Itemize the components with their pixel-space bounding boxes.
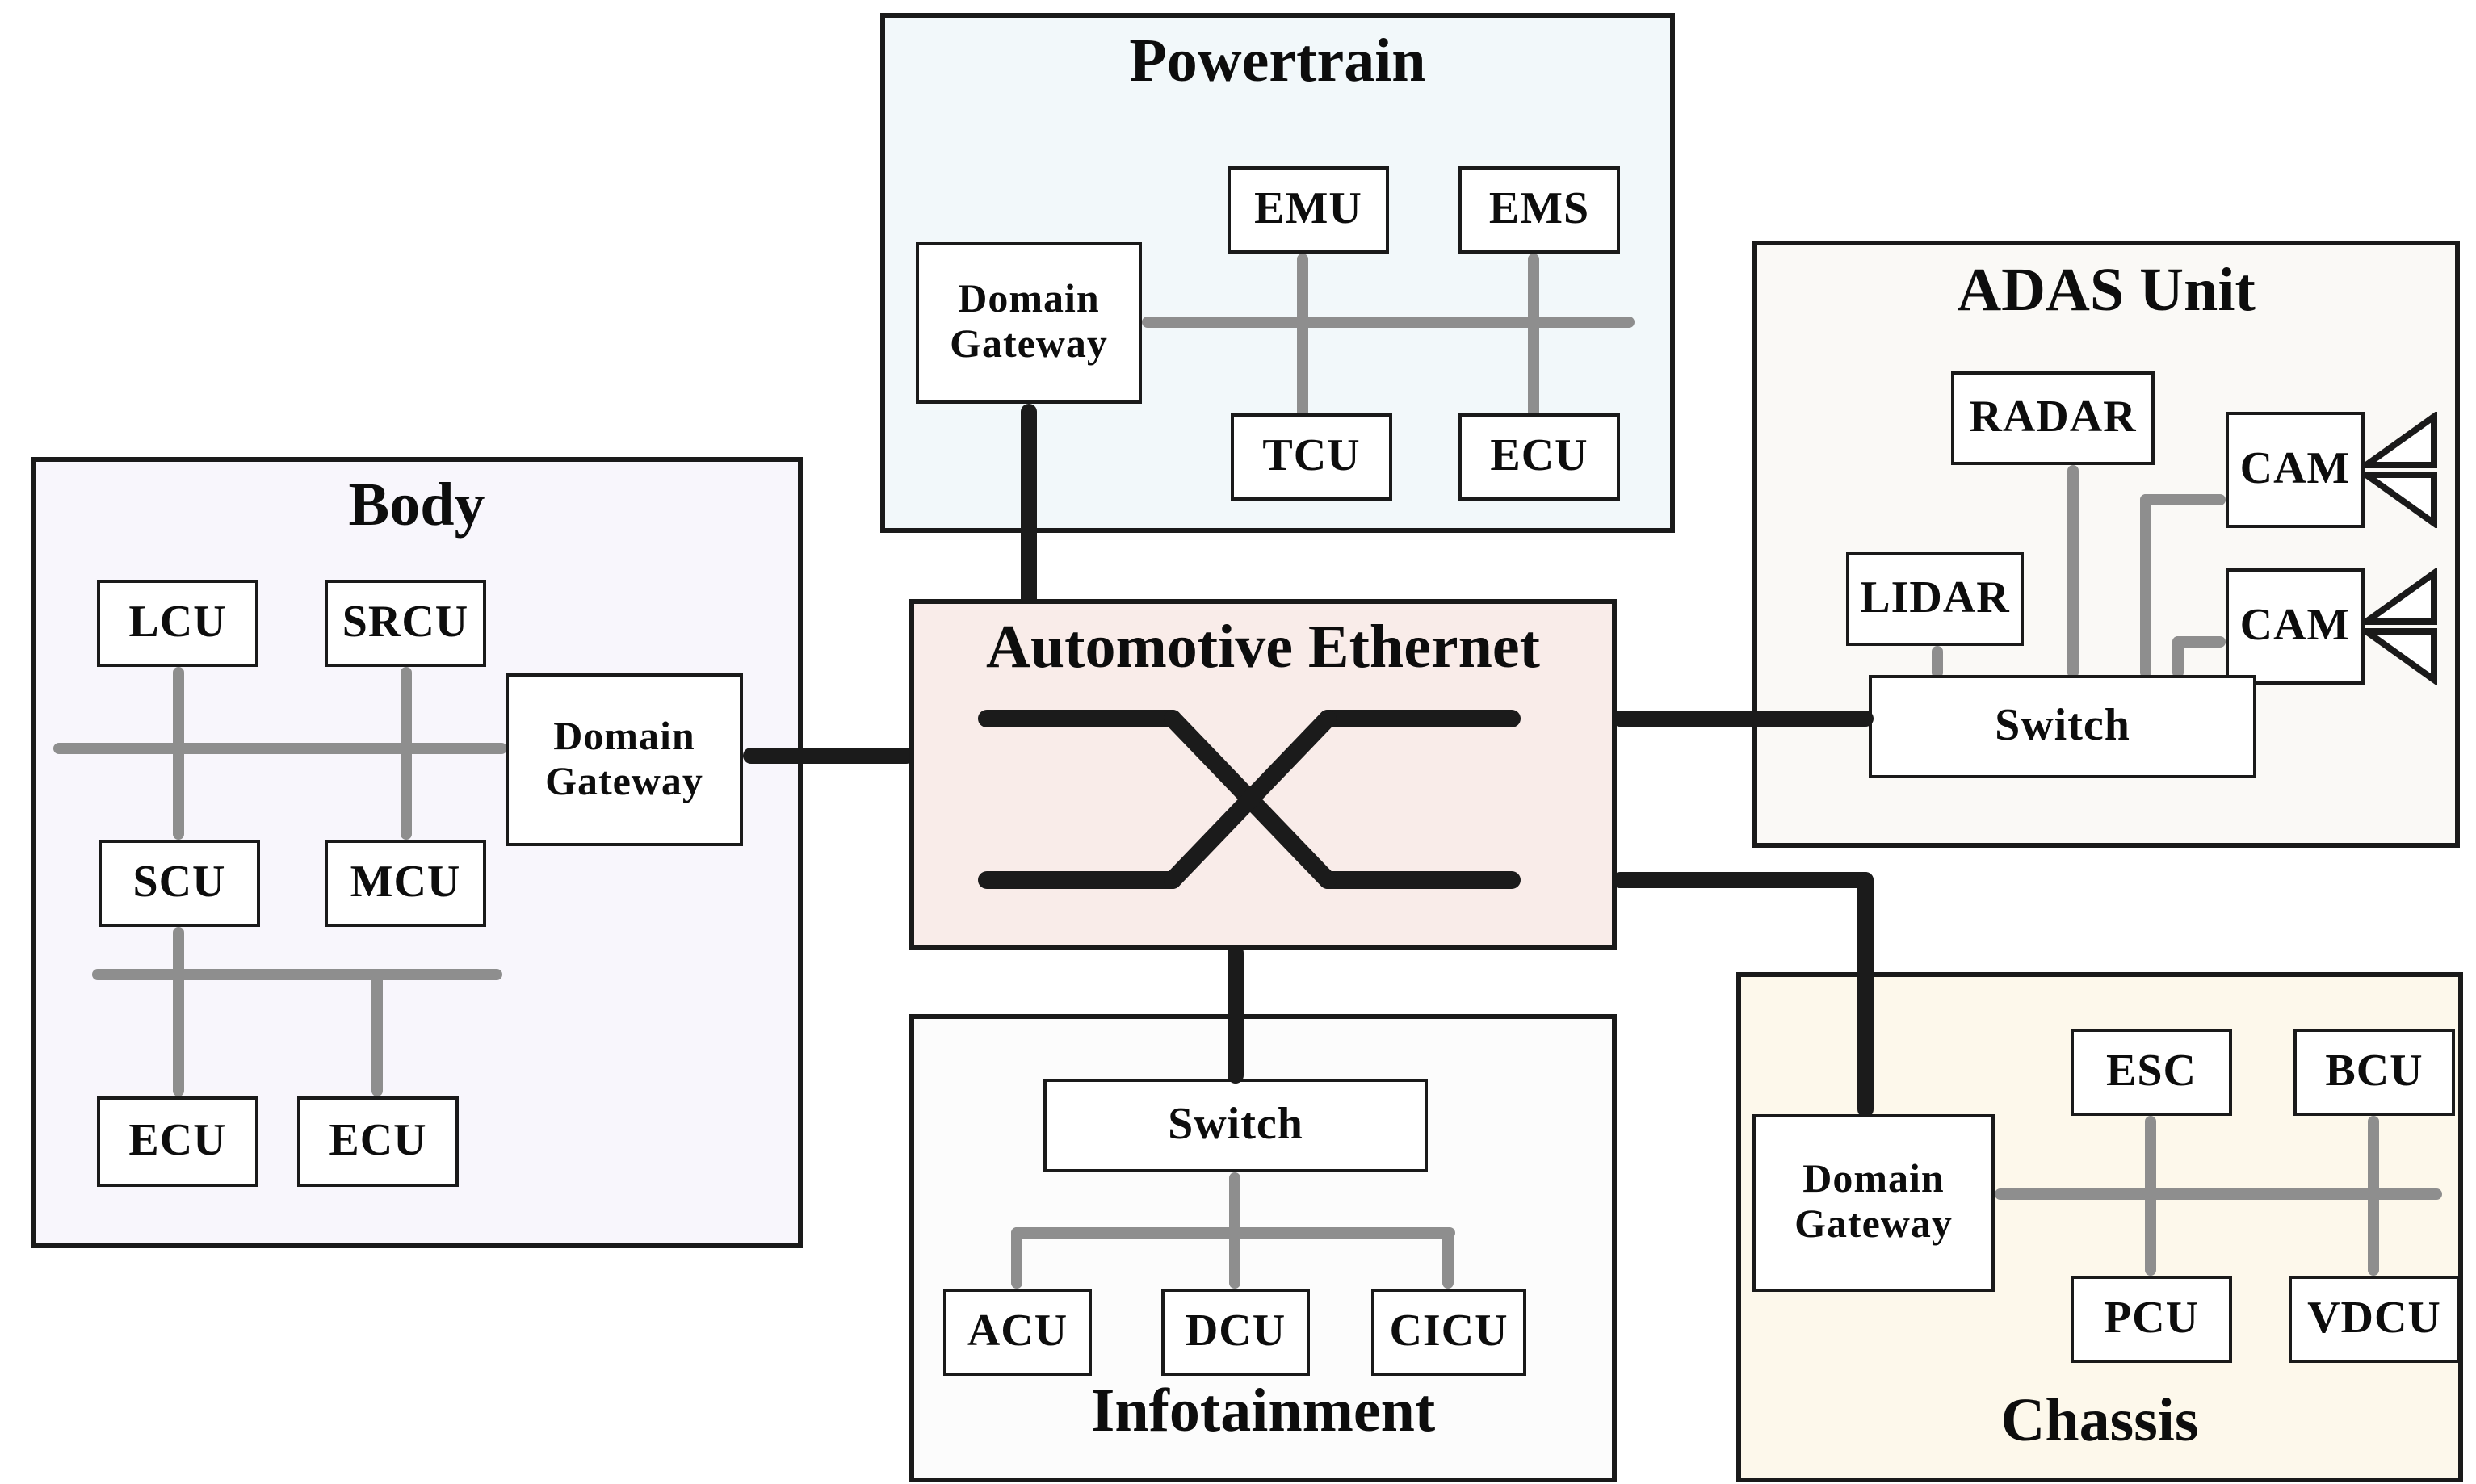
emu-tcu-link-line bbox=[1297, 254, 1308, 420]
bcu-vdcu-link-line bbox=[2368, 1116, 2379, 1276]
node-vdcu: VDCU bbox=[2289, 1276, 2460, 1363]
esc-pcu-link-line bbox=[2145, 1116, 2156, 1276]
bus2-ecu2-drop-line bbox=[371, 969, 383, 1096]
chassis-title: Chassis bbox=[2000, 1387, 2199, 1455]
node-tcu: TCU bbox=[1231, 413, 1392, 501]
node-ecu-body-1: ECU bbox=[97, 1096, 258, 1187]
node-dcu: DCU bbox=[1161, 1289, 1310, 1376]
infotainment-backbone-link-line bbox=[1228, 945, 1244, 1084]
node-lidar: LIDAR bbox=[1846, 552, 2024, 646]
srcu-mcu-link-line bbox=[401, 667, 412, 840]
adas-switch: Switch bbox=[1869, 675, 2256, 778]
node-cicu: CICU bbox=[1371, 1289, 1526, 1376]
cam1-link-horizontal-line bbox=[2140, 494, 2226, 505]
ems-ecu-link-line bbox=[1528, 254, 1539, 420]
chassis-bus-line bbox=[1995, 1188, 2442, 1200]
infotainment-bus-line bbox=[1011, 1227, 1455, 1239]
node-ecu-powertrain: ECU bbox=[1458, 413, 1620, 501]
node-scu: SCU bbox=[99, 840, 260, 927]
body-backbone-link-line bbox=[743, 748, 914, 764]
adas-backbone-link-line bbox=[1612, 711, 1874, 727]
chassis-backbone-link-vertical-line bbox=[1857, 872, 1874, 1117]
node-lcu: LCU bbox=[97, 580, 258, 667]
lcu-scu-link-line bbox=[173, 667, 184, 840]
node-ems: EMS bbox=[1458, 166, 1620, 254]
node-mcu: MCU bbox=[325, 840, 486, 927]
radar-switch-link-line bbox=[2067, 465, 2079, 678]
ethernet-crossover-icon bbox=[978, 710, 1521, 889]
node-cam-1: CAM bbox=[2226, 412, 2365, 528]
node-srcu: SRCU bbox=[325, 580, 486, 667]
node-bcu: BCU bbox=[2293, 1029, 2455, 1116]
bus-cicu-drop-line bbox=[1442, 1227, 1454, 1289]
chassis-domain-gateway: Domain Gateway bbox=[1752, 1114, 1995, 1292]
node-cam-2: CAM bbox=[2226, 568, 2365, 685]
bus-acu-drop-line bbox=[1011, 1227, 1022, 1289]
adas-title: ADAS Unit bbox=[1957, 257, 2256, 325]
body-bus2-line bbox=[92, 969, 502, 980]
node-esc: ESC bbox=[2071, 1029, 2232, 1116]
body-bus1-line bbox=[53, 743, 507, 754]
node-ecu-body-2: ECU bbox=[297, 1096, 459, 1187]
camera-icon bbox=[2361, 412, 2437, 528]
cam1-link-vertical-line bbox=[2140, 494, 2151, 678]
node-radar: RADAR bbox=[1951, 371, 2155, 465]
scu-ecu1-link-line bbox=[173, 927, 184, 1096]
infotainment-title: Infotainment bbox=[1090, 1377, 1436, 1445]
camera-icon bbox=[2361, 568, 2437, 685]
lidar-switch-link-line bbox=[1932, 646, 1943, 678]
powertrain-domain-gateway: Domain Gateway bbox=[916, 242, 1142, 404]
cam2-link-horizontal-line bbox=[2172, 636, 2226, 648]
infotainment-switch: Switch bbox=[1043, 1079, 1428, 1172]
powertrain-title: Powertrain bbox=[1129, 27, 1426, 95]
powertrain-backbone-link-line bbox=[1021, 404, 1037, 607]
chassis-backbone-link-horizontal-line bbox=[1612, 872, 1874, 888]
automotive-ethernet-title: Automotive Ethernet bbox=[986, 614, 1540, 681]
body-domain-gateway: Domain Gateway bbox=[506, 673, 743, 846]
node-emu: EMU bbox=[1228, 166, 1389, 254]
node-acu: ACU bbox=[943, 1289, 1092, 1376]
powertrain-bus-line bbox=[1142, 317, 1635, 328]
body-title: Body bbox=[348, 472, 485, 539]
cam2-link-vertical-line bbox=[2172, 636, 2184, 678]
node-pcu: PCU bbox=[2071, 1276, 2232, 1363]
